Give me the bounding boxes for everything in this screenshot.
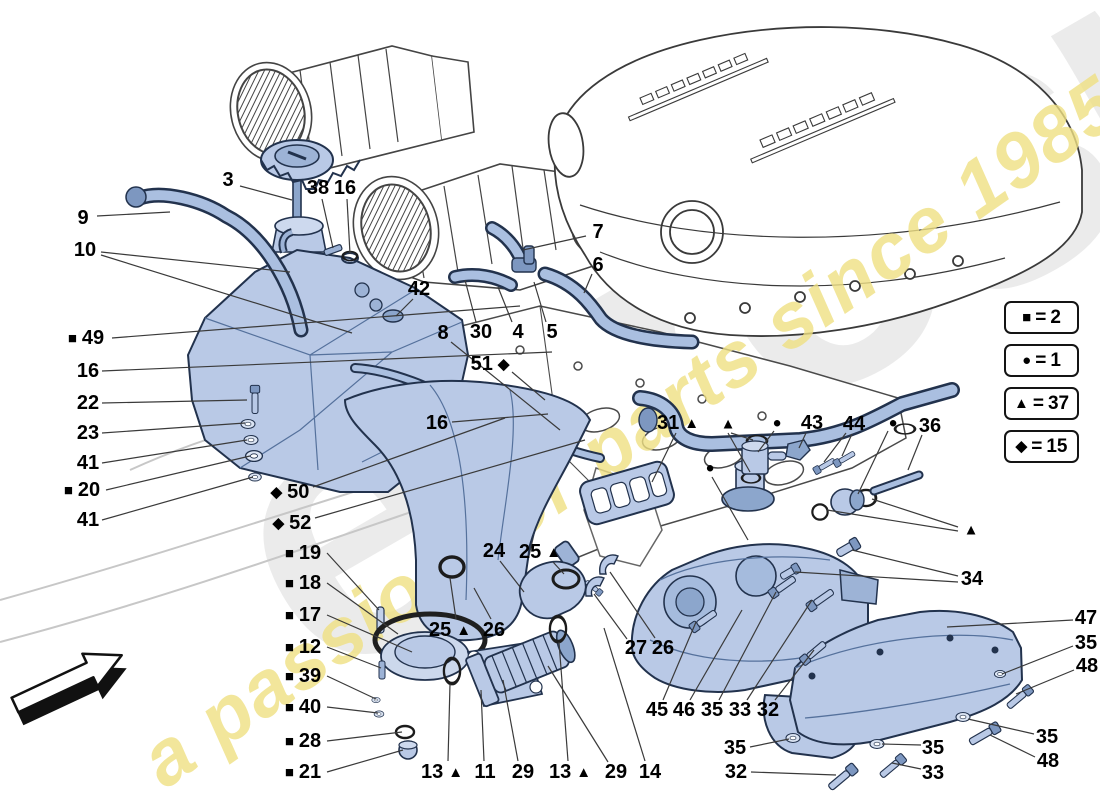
callout-40: ■40 (284, 696, 322, 718)
bellows-pipe (465, 629, 576, 708)
callout-23: 23 (76, 422, 100, 444)
intake-plenum (547, 26, 1083, 337)
callout-44: 44 (842, 413, 866, 435)
callout-7: 7 (592, 221, 604, 243)
callout-8: 8 (437, 322, 449, 344)
callout-19: ■19 (284, 542, 322, 564)
callout-4: 4 (512, 321, 524, 343)
callout-26: 26 (651, 637, 675, 659)
callout-25: 25▲ (428, 619, 472, 641)
callout-13: 13▲ (548, 761, 592, 783)
callout-21: ■21 (284, 761, 322, 783)
callout-13: 13▲ (420, 761, 464, 783)
heat-shield (762, 609, 1024, 760)
callout-25: 25▲ (518, 541, 562, 563)
leader-lines (96, 185, 1075, 776)
callout-16: 16 (333, 177, 357, 199)
callout-14: 14 (638, 761, 662, 783)
callout-12: ■12 (284, 636, 322, 658)
callout-22: 22 (76, 392, 100, 414)
callout-47: 47 (1074, 607, 1098, 629)
direction-arrow (10, 652, 127, 726)
callout-triangle: ▲ (720, 415, 736, 433)
callout-18: ■18 (284, 572, 322, 594)
breather-hoses (125, 186, 960, 463)
callout-51: 51◆ (470, 353, 510, 375)
callout-36: 36 (918, 415, 942, 437)
callout-52: ◆52 (272, 512, 312, 534)
callout-35: 35 (921, 737, 945, 759)
callout-35: 35 (1035, 726, 1059, 748)
callout-16: 16 (425, 412, 449, 434)
legend-item: ◆=15 (1004, 430, 1080, 463)
callout-42: 42 (407, 278, 431, 300)
callout-46: 46 (672, 699, 696, 721)
callout-9: 9 (77, 207, 89, 229)
callout-26: 26 (482, 619, 506, 641)
callout-49: ■49 (67, 327, 105, 349)
callout-41: 41 (76, 509, 100, 531)
callout-27: 27 (624, 637, 648, 659)
callout-circle: ● (772, 414, 782, 432)
callout-31: 31▲ (656, 412, 700, 434)
callout-28: ■28 (284, 730, 322, 752)
thermostat-elbow (438, 540, 587, 620)
callout-10: 10 (73, 239, 97, 261)
callout-33: 33 (728, 699, 752, 721)
callout-34: 34 (960, 568, 984, 590)
callout-50: ◆50 (270, 481, 310, 503)
callout-35: 35 (723, 737, 747, 759)
callout-35: 35 (700, 699, 724, 721)
callout-48: 48 (1075, 655, 1099, 677)
callout-39: ■39 (284, 665, 322, 687)
hardware-small-parts (240, 250, 1035, 793)
callout-24: 24 (482, 540, 506, 562)
callout-circle: ● (888, 414, 898, 432)
callout-6: 6 (592, 254, 604, 276)
callout-5: 5 (546, 321, 558, 343)
callout-29: 29 (511, 761, 535, 783)
callout-32: 32 (756, 699, 780, 721)
legend: ■=2 ●=1 ▲=37 ◆=15 (1004, 301, 1080, 463)
callout-20: ■20 (63, 479, 101, 501)
callout-38: 38 (306, 177, 330, 199)
legend-item: ▲=37 (1004, 387, 1080, 420)
callout-11: 11 (474, 761, 496, 783)
callout-41: 41 (76, 452, 100, 474)
callout-3: 3 (222, 169, 234, 191)
callout-circle: ● (705, 459, 715, 477)
callout-45: 45 (645, 699, 669, 721)
callout-48: 48 (1036, 750, 1060, 772)
callout-30: 30 (469, 321, 493, 343)
callout-29: 29 (604, 761, 628, 783)
callout-33: 33 (921, 762, 945, 784)
callout-triangle: ▲ (963, 521, 979, 539)
callout-43: 43 (800, 412, 824, 434)
legend-item: ●=1 (1004, 344, 1080, 377)
callout-16: 16 (76, 360, 100, 382)
callout-32: 32 (724, 761, 748, 783)
air-flow-meter-upper (229, 45, 475, 171)
callout-17: ■17 (284, 604, 322, 626)
callout-35: 35 (1074, 632, 1098, 654)
legend-item: ■=2 (1004, 301, 1080, 334)
